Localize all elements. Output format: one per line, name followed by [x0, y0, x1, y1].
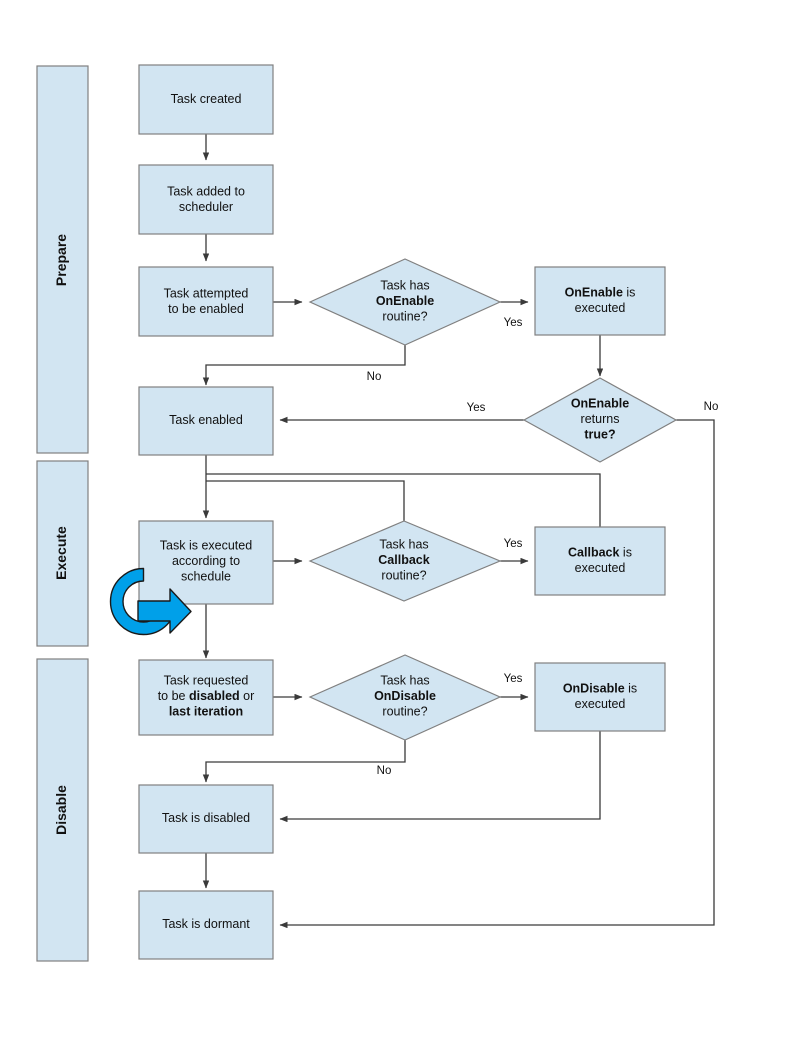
node-has-ondisable-shape[interactable]	[308, 654, 502, 741]
edge-label-returns-yes: Yes	[467, 402, 486, 414]
edge-label-onenable-no: No	[367, 371, 382, 383]
node-onenable-returns-shape[interactable]	[522, 377, 678, 463]
node-task-created[interactable]: Task created	[138, 64, 274, 135]
lane-disable: Disable	[36, 658, 89, 962]
node-task-is-disabled[interactable]: Task is disabled	[138, 784, 274, 854]
node-task-is-executed-shape[interactable]	[138, 520, 274, 605]
node-ondisable-executed-shape[interactable]	[534, 662, 666, 732]
edge-label-ondisable-yes: Yes	[504, 673, 523, 685]
node-task-created-label: Task created	[171, 92, 242, 106]
node-task-enabled[interactable]: Task enabled	[138, 386, 274, 456]
lane-disable-label: Disable	[53, 785, 69, 835]
lane-execute-band	[36, 460, 89, 647]
node-callback-executed-shape[interactable]	[534, 526, 666, 596]
edge-label-onenable-yes: Yes	[504, 317, 523, 329]
node-task-is-disabled-shape[interactable]	[138, 784, 274, 854]
edge-returns-no	[279, 419, 715, 929]
lane-execute-label: Execute	[53, 526, 69, 580]
node-has-onenable-shape[interactable]	[308, 258, 502, 346]
node-onenable-executed-shape[interactable]	[534, 266, 666, 336]
node-task-requested-shape[interactable]	[138, 659, 274, 736]
node-task-is-disabled-label: Task is disabled	[162, 811, 250, 825]
node-has-callback-shape[interactable]	[308, 520, 502, 602]
edge-has-ondisable-no	[202, 740, 406, 783]
lane-prepare-label: Prepare	[53, 234, 69, 286]
edges	[202, 134, 715, 929]
node-task-added-to-scheduler-shape[interactable]	[138, 164, 274, 235]
edge-label-ondisable-no: No	[377, 765, 392, 777]
edge-label-callback-yes: Yes	[504, 538, 523, 550]
node-task-is-dormant-label: Task is dormant	[162, 917, 250, 931]
node-task-is-dormant[interactable]: Task is dormant	[138, 890, 274, 960]
edge-has-callback-no-feedback	[206, 480, 405, 521]
node-task-created-shape[interactable]	[138, 64, 274, 135]
edge-callback-feedback	[206, 473, 601, 527]
edge-label-returns-no: No	[704, 401, 719, 413]
lane-execute: Execute	[36, 460, 89, 647]
lane-prepare: Prepare	[36, 65, 89, 454]
node-task-attempted-shape[interactable]	[138, 266, 274, 337]
node-task-is-dormant-shape[interactable]	[138, 890, 274, 960]
node-task-enabled-shape[interactable]	[138, 386, 274, 456]
edge-ondisable-to-disabled	[279, 731, 601, 823]
edge-has-onenable-no	[202, 345, 406, 386]
lane-prepare-band	[36, 65, 89, 454]
lane-disable-band	[36, 658, 89, 962]
loop-repeat-icon	[109, 567, 192, 636]
node-task-enabled-label: Task enabled	[169, 413, 243, 427]
